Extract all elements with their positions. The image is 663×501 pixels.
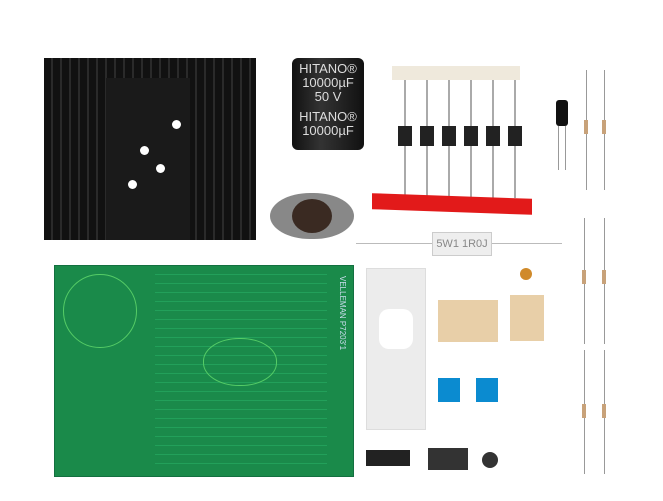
small-capacitor bbox=[556, 100, 568, 126]
potentiometer bbox=[482, 452, 498, 468]
cap-value: 10000µF bbox=[302, 75, 354, 90]
terminal-block bbox=[476, 378, 498, 402]
electrolytic-capacitor: HITANO® 10000µF 50 V HITANO® 10000µF bbox=[292, 58, 364, 150]
resistor-marking: 5W1 1R0J bbox=[436, 238, 488, 250]
cap-brand: HITANO® bbox=[299, 61, 357, 76]
cap-brand-2: HITANO® bbox=[299, 109, 357, 124]
ic-socket bbox=[428, 448, 468, 470]
to3-transistor bbox=[270, 193, 354, 239]
power-resistor: 5W1 1R0J bbox=[432, 232, 492, 256]
diode-tape bbox=[392, 66, 520, 80]
ic-chip bbox=[366, 450, 410, 466]
pcb: VELLEMAN P7203'1 bbox=[54, 265, 354, 477]
cap-voltage: 50 V bbox=[314, 89, 342, 104]
thermal-paste-bag bbox=[366, 268, 426, 430]
ceramic-capacitor bbox=[520, 268, 532, 280]
diodes bbox=[398, 80, 522, 200]
pcb-code: P7203'1 bbox=[338, 320, 347, 351]
capacitor-strip bbox=[510, 295, 544, 341]
terminal-block bbox=[438, 378, 460, 402]
heatsink bbox=[44, 58, 256, 240]
cap-value-2: 10000µF bbox=[302, 123, 354, 138]
trimmer-strip bbox=[438, 300, 498, 342]
pcb-brand: VELLEMAN bbox=[338, 276, 347, 319]
